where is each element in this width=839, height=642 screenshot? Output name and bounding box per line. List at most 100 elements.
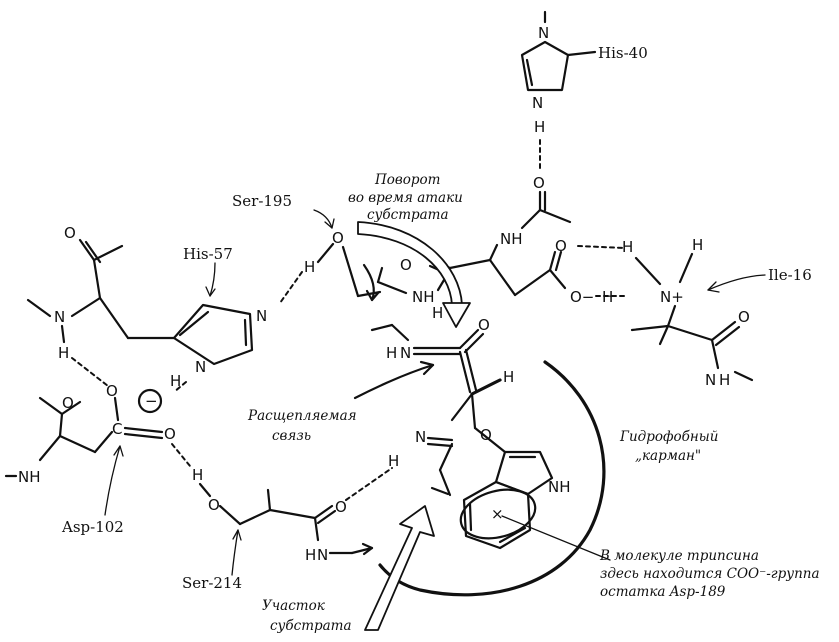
hbond-carboxyl-ile16-upper — [577, 245, 626, 249]
hbond-ser195-his57 — [279, 271, 303, 304]
ile16-side-2 — [658, 324, 670, 346]
substrate-tail-3 — [430, 486, 450, 496]
ile16-group: H H H N+ O N H Ile-16 — [602, 236, 812, 389]
asp102-minus: − — [145, 392, 158, 410]
his57-n-delta: N — [195, 358, 206, 376]
indole-benzene-double-2 — [498, 526, 527, 544]
his57-n: N — [54, 308, 65, 326]
backbone-nh: NH — [500, 230, 523, 248]
nh-alpha-carbon — [376, 280, 408, 295]
ile16-amide-chain — [733, 370, 754, 382]
ser214-o-cb — [218, 504, 242, 526]
ile16-n-plus: N+ — [660, 288, 684, 306]
ser214-arrow-line-head — [361, 542, 374, 556]
ser214-arrow-line — [350, 546, 374, 555]
carboxyl-single-bond — [548, 268, 567, 290]
substrate-site-annotation: Участок субстрата — [262, 505, 435, 634]
his57-ring — [172, 303, 254, 366]
ser214-cb-ca — [238, 508, 272, 526]
substrate-site-hollow-arrow — [364, 505, 435, 631]
asp102-c-o — [60, 400, 82, 416]
asp102-o-right: O — [164, 425, 176, 443]
substrate-n-c2-b — [426, 442, 454, 448]
ser195-o: O — [332, 229, 344, 247]
ser214-ca-me — [266, 488, 272, 512]
asp102-c-cb — [93, 430, 114, 454]
substrate-n-top: N — [400, 344, 411, 362]
ile16-c-o-2 — [714, 325, 741, 347]
substrate-peptide: H N O H O N H — [370, 316, 514, 497]
ser214-ca-c — [268, 508, 317, 520]
substrate-backbone-fragment: O NH O O− O NH H — [376, 174, 626, 322]
his57-ca — [98, 296, 130, 340]
cleaved-bond-arrow — [353, 363, 435, 400]
ile16-h-upper: H — [622, 238, 633, 256]
asp102-ca-n — [38, 434, 62, 462]
ile16-pointer — [707, 274, 766, 291]
his40-label: His-40 — [598, 44, 648, 62]
ile16-nh-bond-2 — [634, 256, 662, 286]
asp102-backbone-o: O — [62, 394, 74, 412]
his57-ring-double-2 — [243, 318, 248, 347]
carboxyl-o: O — [555, 237, 567, 255]
carboxyl-o-minus: O− — [570, 288, 594, 306]
ser214-pointer-head — [232, 529, 242, 541]
his40-h: H — [534, 118, 545, 136]
substrate-c-calpha-b — [464, 348, 478, 392]
his40-n-top: N — [538, 24, 549, 42]
asp102-cb-ca — [58, 434, 97, 454]
ser214-n: N — [317, 546, 328, 564]
asp102-charge-circle — [137, 388, 163, 414]
ser195-pointer-head — [324, 218, 335, 229]
asp102-chain — [38, 396, 64, 416]
ser214-h: H — [192, 466, 203, 484]
asp102-o-c — [113, 396, 120, 422]
his57-amide-h: H — [58, 344, 69, 362]
indole-cb-c3 — [488, 438, 507, 454]
substrate-chain-n — [390, 323, 410, 342]
his57-o: O — [64, 224, 76, 242]
his40-ring-double-bond — [525, 58, 534, 87]
pocket-label-line2: „карман" — [635, 448, 701, 464]
his57-label: His-57 — [183, 245, 233, 263]
indole-side-chain: NH × — [459, 438, 611, 561]
backbone-n-h: NH — [412, 288, 435, 306]
hydrophobic-pocket: Гидрофобный „карман" — [378, 360, 718, 597]
pocket-arc — [378, 360, 606, 597]
his57-pointer-head — [205, 286, 216, 297]
trypsin-note-line2: здесь находится COO⁻-группа — [600, 566, 820, 582]
ser214-c-o — [313, 504, 334, 520]
his57-n-h: H — [170, 372, 181, 390]
substrate-c-o — [458, 328, 480, 350]
his57-ca-n — [70, 296, 102, 318]
backbone-co-o: O — [400, 256, 412, 274]
ile16-amide-h: H — [719, 371, 730, 389]
substrate-c-calpha — [458, 350, 472, 394]
indole-nh: NH — [548, 478, 571, 496]
asp102-pointer-head — [113, 445, 124, 457]
ile16-o: O — [738, 308, 750, 326]
ile16-calpha-c — [666, 324, 714, 342]
his57-group: His-57 N N H O N H — [26, 224, 267, 393]
substrate-tail — [438, 442, 454, 472]
substrate-calpha-cb — [470, 392, 477, 430]
ser214-o: O — [208, 496, 220, 514]
ser214-h-o — [198, 482, 212, 498]
asp102-group: O − C O O NH Asp-102 — [4, 382, 191, 536]
his40-imidazole-group: N N H His-40 — [520, 10, 648, 173]
asp102-pointer — [104, 445, 121, 516]
rotation-note-line1: Поворот — [374, 172, 440, 188]
trypsin-note: В молекуле трипсина здесь находится COO⁻… — [599, 548, 820, 600]
hbond-ser214-substrate — [345, 467, 393, 501]
ser214-label: Ser-214 — [182, 574, 242, 592]
asp102-nh: NH — [18, 468, 41, 486]
ile16-c-n — [710, 338, 720, 370]
ile16-h-top: H — [692, 236, 703, 254]
asp102-c-o2 — [123, 426, 164, 434]
ile16-nh-bond — [678, 252, 694, 284]
substrate-cb-ring — [473, 426, 492, 442]
ser214-n-h: H — [305, 546, 316, 564]
hbond-his57-asp102 — [71, 357, 109, 387]
substrate-calpha-c2 — [450, 392, 474, 422]
ser195-rotation-arrow-head — [365, 289, 380, 302]
